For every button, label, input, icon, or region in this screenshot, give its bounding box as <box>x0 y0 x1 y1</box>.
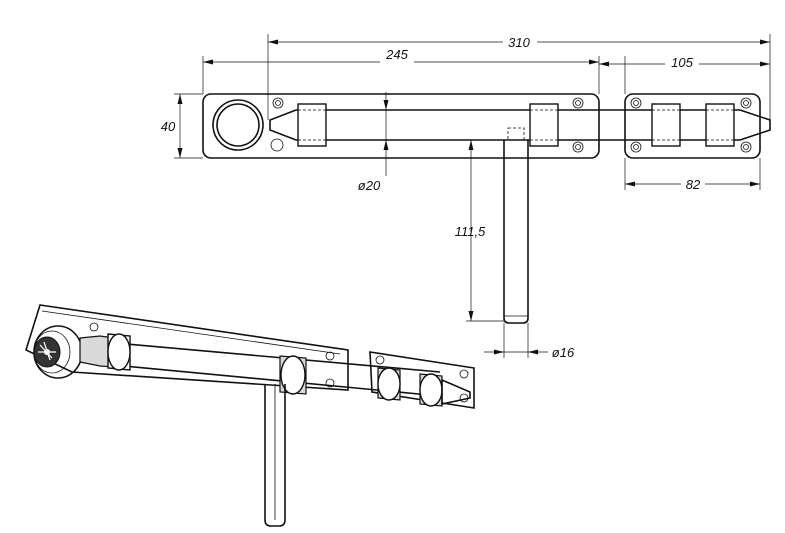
handle-end <box>503 317 529 324</box>
bolt-guide <box>529 103 559 147</box>
dimensions: 310 245 105 40 ø20 82 <box>161 34 771 360</box>
keeper-hole <box>740 97 752 109</box>
main-plate <box>202 93 600 159</box>
dim-label-310: 310 <box>508 35 530 50</box>
dim-label-245: 245 <box>385 47 408 62</box>
dim-label-82: 82 <box>686 177 701 192</box>
plate-hole <box>572 141 584 153</box>
keeper-hole <box>740 141 752 153</box>
keeper-guide <box>705 103 735 147</box>
keeper-hole <box>630 97 642 109</box>
dim-label-d16: ø16 <box>552 345 575 360</box>
bolt-left-tip <box>269 109 297 141</box>
dim-label-111-5: 111,5 <box>455 224 486 239</box>
dim-label-40: 40 <box>161 119 176 134</box>
bolt-right-tip <box>739 109 771 141</box>
cylinder-housing-outer <box>212 99 264 151</box>
iso-bolt-right-tip <box>441 378 471 405</box>
top-view <box>202 93 771 324</box>
cylinder-housing-inner <box>216 103 260 147</box>
plate-hole <box>572 97 584 109</box>
plate-hole <box>272 97 284 109</box>
dim-label-105: 105 <box>671 55 693 70</box>
plate-hole <box>270 138 284 152</box>
dim-label-d20: ø20 <box>358 178 381 193</box>
keeper-plate <box>624 93 761 159</box>
iso-keeper-plate <box>369 351 475 409</box>
bolt-guide <box>297 103 327 147</box>
isometric-view <box>25 304 475 527</box>
keeper-hole <box>630 141 642 153</box>
keeper-guide <box>651 103 681 147</box>
iso-main-plate <box>25 304 349 391</box>
